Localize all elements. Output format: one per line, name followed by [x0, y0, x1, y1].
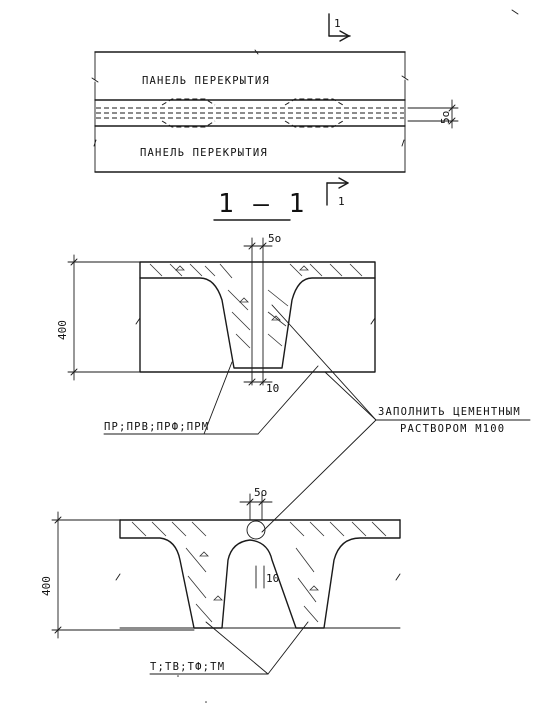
upper-bottom-gap-value: 10 — [266, 382, 279, 395]
lower-bottom-gap-value: 10 — [266, 572, 279, 585]
lower-types-label: Т;ТВ;ТФ;ТМ — [150, 661, 225, 673]
plan-joint — [96, 98, 404, 128]
note-line-2: РАСТВОРОМ М100 — [400, 423, 505, 435]
section-mark-top: 1 — [328, 13, 351, 42]
panel-top-label: ПАНЕЛЬ ПЕРЕКРЫТИЯ — [142, 75, 270, 87]
upper-section: 400 5о 10 ПР;ПРВ;ПРФ;ПРМ — [56, 232, 376, 435]
section-mark-top-label: 1 — [334, 17, 341, 30]
lower-section: 400 5о 10 Т;ТВ;ТФ;ТМ — [40, 486, 401, 675]
upper-top-gap-value: 5о — [268, 232, 281, 245]
lower-height-dimension: 400 — [40, 511, 195, 639]
lower-top-gap-dimension: 5о — [239, 486, 273, 521]
panel-bottom-label: ПАНЕЛЬ ПЕРЕКРЫТИЯ — [140, 147, 268, 159]
fill-note: ЗАПОЛНИТЬ ЦЕМЕНТНЫМ РАСТВОРОМ М100 — [261, 304, 531, 533]
plan-gap-dimension: 5о — [407, 99, 459, 129]
upper-height-dimension: 400 — [56, 254, 141, 381]
plan-view: 1 ПАНЕЛЬ ПЕРЕКРЫТИЯ ПАНЕЛЬ ПЕРЕКРЫТИЯ — [91, 13, 459, 208]
section-title: 1 — 1 — [218, 189, 306, 219]
note-line-1: ЗАПОЛНИТЬ ЦЕМЕНТНЫМ — [378, 406, 521, 418]
section-mark-bottom: 1 — [326, 177, 349, 208]
upper-types-label: ПР;ПРВ;ПРФ;ПРМ — [104, 421, 209, 433]
section-mark-bottom-label: 1 — [338, 195, 345, 208]
upper-height-value: 400 — [56, 320, 69, 340]
plan-gap-value: 5о — [439, 111, 452, 124]
upper-bottom-gap-dimension: 10 — [243, 378, 279, 395]
upper-top-gap-dimension: 5о — [243, 232, 281, 263]
lower-top-gap-value: 5о — [254, 486, 267, 499]
lower-height-value: 400 — [40, 576, 53, 596]
lower-bottom-gap-dimension: 10 — [255, 565, 279, 589]
